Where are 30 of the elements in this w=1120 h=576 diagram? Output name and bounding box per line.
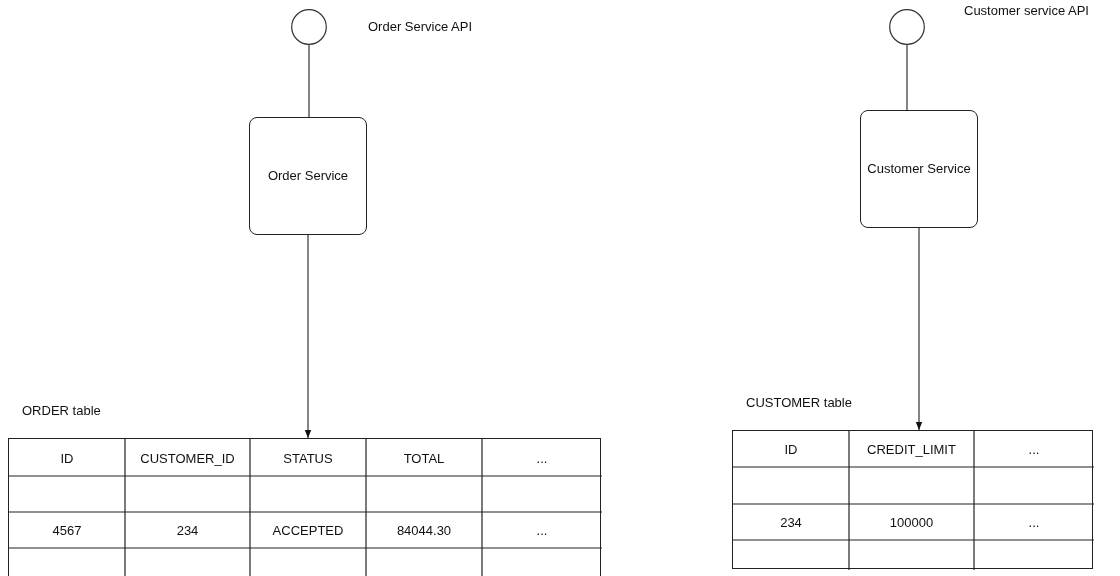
cell-value: 84044.30 (396, 522, 452, 538)
column-header: ... (1028, 441, 1040, 457)
service-name: Customer Service (867, 161, 971, 177)
column-header: ID (60, 450, 74, 465)
cell-value: 4567 (52, 522, 82, 538)
table-title: CUSTOMER table (746, 395, 852, 410)
connector-line (906, 44, 908, 111)
column-header: CREDIT_LIMIT (867, 441, 956, 457)
cell-value: ... (536, 522, 548, 538)
interface-circle (291, 9, 327, 45)
arrow (304, 234, 312, 439)
cell-value: 234 (780, 514, 802, 530)
api-label: Customer service API (964, 3, 1089, 18)
column-header: ID (784, 441, 798, 457)
service-box (860, 110, 978, 228)
column-header: STATUS (283, 450, 333, 465)
cell-value: 234 (176, 522, 199, 538)
cell-value: ACCEPTED (272, 522, 344, 538)
column-header: TOTAL (403, 450, 445, 465)
column-header: ... (536, 450, 548, 465)
arrow (915, 227, 923, 431)
table-title: ORDER table (22, 403, 101, 418)
connector-line (308, 44, 310, 118)
cell-value: ... (1028, 514, 1040, 530)
column-header: CUSTOMER_ID (140, 450, 235, 465)
api-label: Order Service API (368, 19, 473, 34)
service-name: Order Service (267, 168, 349, 184)
service-box (249, 117, 367, 235)
cell-value: 100000 (889, 514, 934, 530)
interface-circle (889, 9, 925, 45)
